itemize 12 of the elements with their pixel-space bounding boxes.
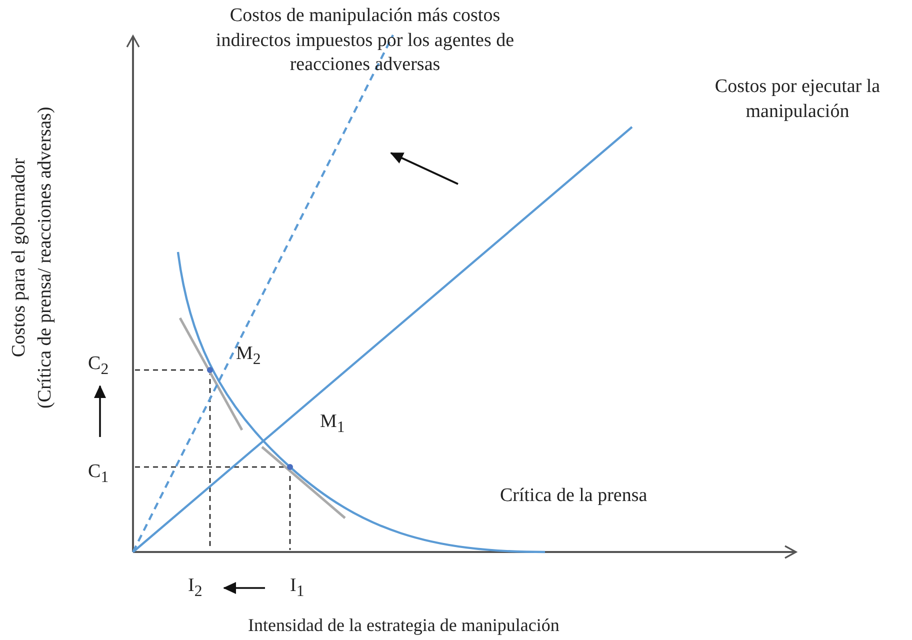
- curve-label: Costos de manipulación más costos indirectos impuestos por los agentes de reacciones adversas: [214, 4, 516, 78]
- axis-title: (Crítica de prensa/ reacciones adversas): [33, 106, 56, 409]
- point-label: I$_{2}$: [188, 574, 202, 602]
- point-label: M$_{2}$: [236, 342, 261, 370]
- point-label: C$_{1}$: [88, 460, 109, 488]
- curve-label: Crítica de la prensa: [500, 484, 648, 508]
- point-label: M$_{1}$: [320, 410, 345, 438]
- point-label: C$_{2}$: [88, 352, 109, 380]
- axis-title: Costos para el gobernador: [7, 158, 30, 358]
- curve-label: Costos por ejecutar la manipulación: [714, 75, 882, 124]
- axis-title: Intensidad de la estrategia de manipulación: [248, 614, 560, 637]
- point-label: I$_{1}$: [290, 574, 304, 602]
